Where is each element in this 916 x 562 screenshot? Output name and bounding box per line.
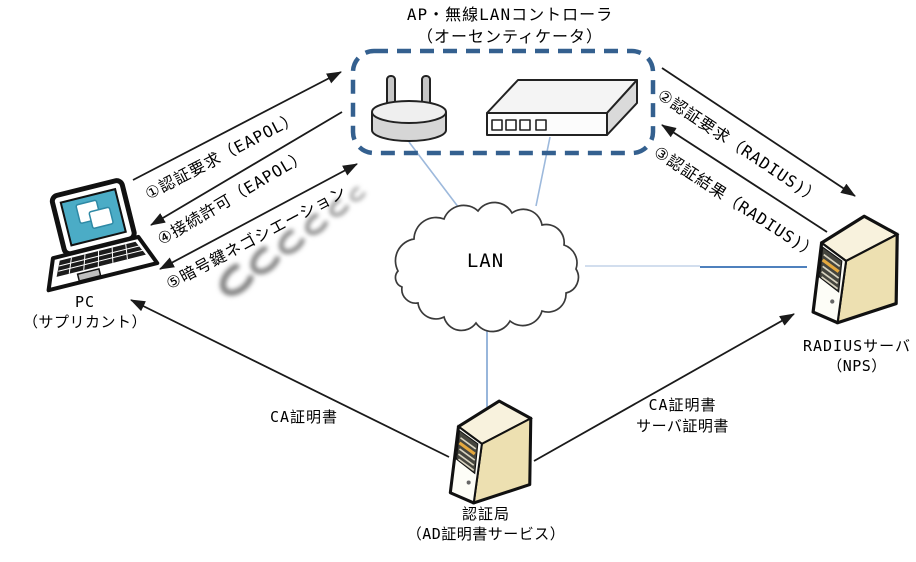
pc-label-block: PC （サプリカント） [0,292,170,332]
pc-label: PC [74,293,96,311]
authenticator-dashed-box [350,48,656,156]
arrow-ca-cert-to-radius [533,313,795,462]
label-ca-cert-line1: CA証明書 [648,396,717,414]
radius-sublabel: （NPS） [827,357,887,375]
lan-label: LAN [466,250,505,272]
label-ca-cert-to-radius: CA証明書 サーバ証明書 [605,395,760,437]
authenticator-title-block: AP・無線LANコントローラ （オーセンティケータ） [330,4,690,48]
arrow-auth-request-radius [661,67,856,197]
authenticator-subtitle: （オーセンティケータ） [416,27,604,46]
access-point-icon [371,75,447,142]
lan-controller-icon [486,79,638,136]
ca-label-block: 認証局 （AD証明書サービス） [386,504,586,544]
ca-sublabel: （AD証明書サービス） [406,525,566,543]
pc-sublabel: （サプリカント） [22,313,147,331]
arrow-ca-cert-to-pc [130,299,450,458]
flow-arrows [130,67,856,462]
lan-cloud [394,201,580,333]
radius-label: RADIUSサーバ [802,337,912,355]
label-ca-cert-to-pc: CA証明書 [270,408,339,426]
certificate-authority-icon [448,399,533,505]
arrow-auth-result-radius [661,124,828,233]
ca-label: 認証局 [461,505,510,523]
lan-connectors [408,136,807,407]
arrow-auth-request-eapol [132,71,342,181]
arrow-key-negotiation [159,163,358,270]
radius-label-block: RADIUSサーバ （NPS） [772,336,916,376]
radio-waves [220,186,366,296]
pc-laptop-icon [46,178,160,293]
authenticator-title: AP・無線LANコントローラ [406,5,614,24]
label-server-cert-line2: サーバ証明書 [636,417,729,435]
